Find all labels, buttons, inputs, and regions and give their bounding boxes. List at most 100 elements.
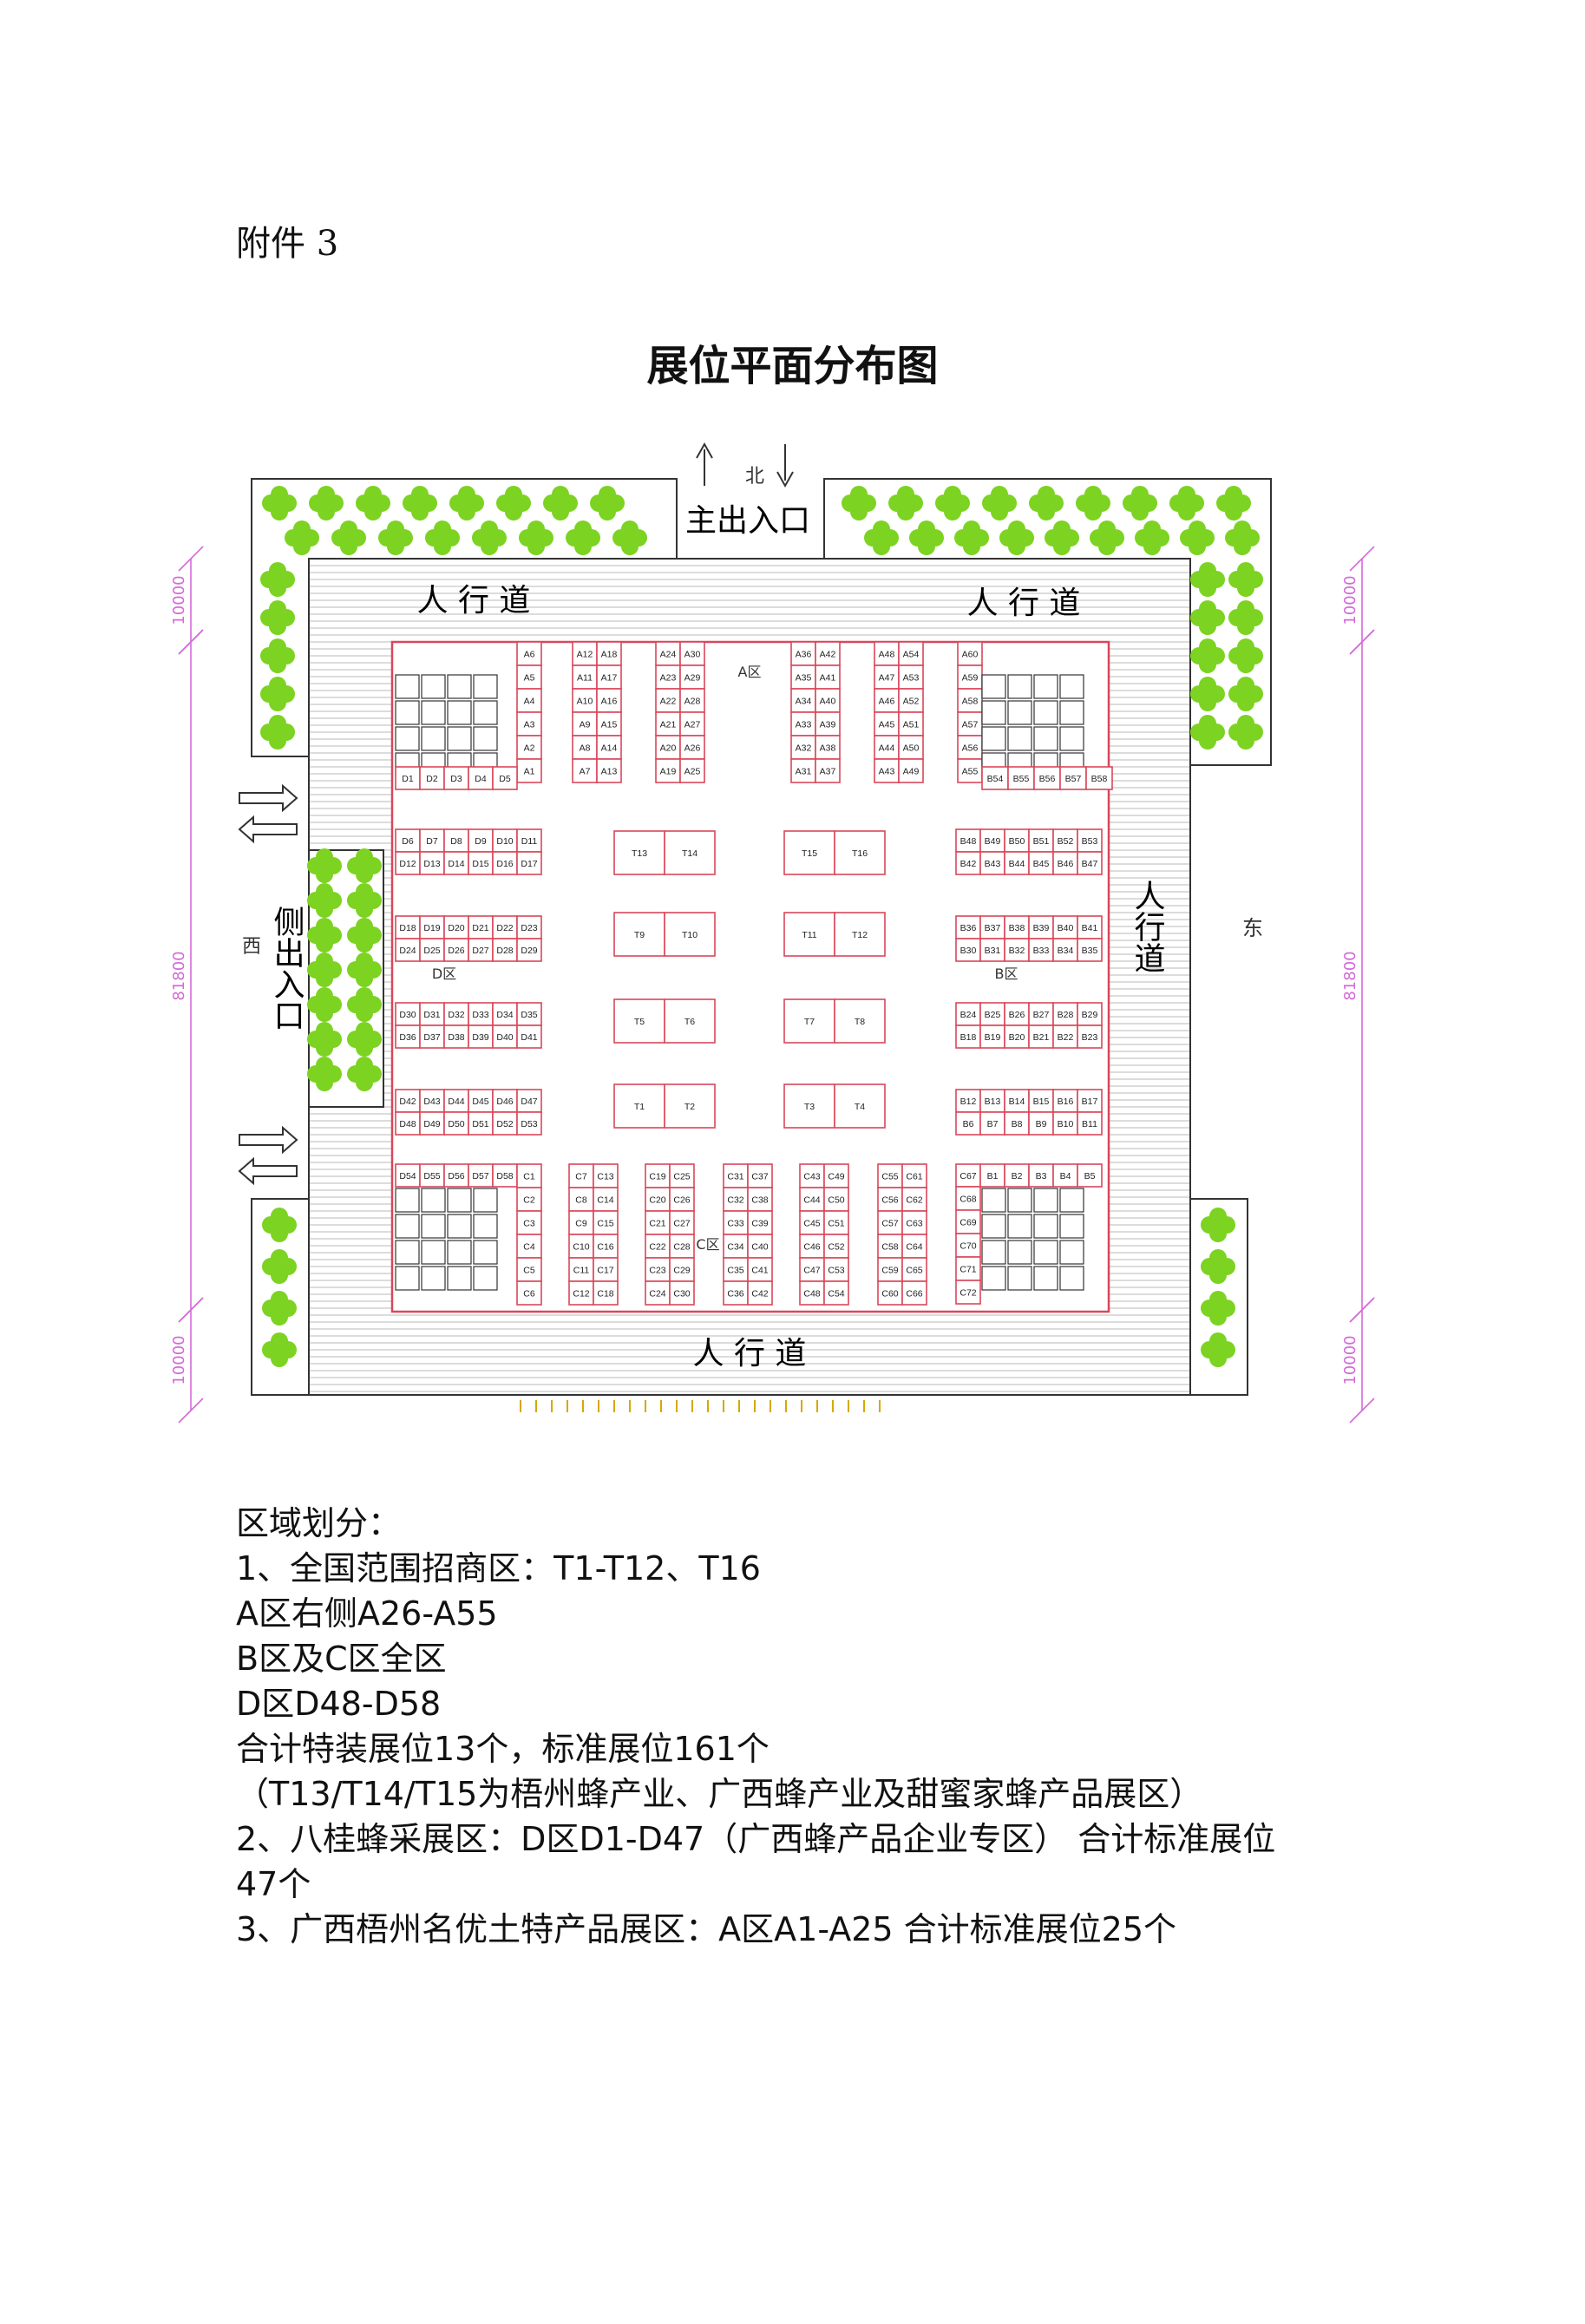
booth: B16 <box>1052 1089 1078 1113</box>
grid-cell <box>421 1266 446 1291</box>
booth-label: C54 <box>828 1289 844 1299</box>
booth: D37 <box>419 1025 445 1049</box>
booth: C23 <box>645 1257 671 1282</box>
booth-label: B35 <box>1082 946 1098 956</box>
booth: D50 <box>443 1111 469 1136</box>
booth-label: B21 <box>1033 1032 1050 1043</box>
booth-label: A6 <box>524 650 535 660</box>
tree-icon <box>1201 1249 1235 1284</box>
booth: B15 <box>1028 1089 1054 1113</box>
tree-icon <box>1123 486 1157 520</box>
booth-label: C33 <box>727 1219 743 1229</box>
booth: D21 <box>468 915 494 939</box>
booth: A58 <box>957 688 983 713</box>
tree-icon <box>590 486 625 520</box>
booth-label: D28 <box>496 946 513 956</box>
booth: A9 <box>572 711 598 736</box>
booth-label: B49 <box>985 836 1001 847</box>
booth: C18 <box>593 1280 619 1306</box>
booth: D11 <box>516 828 542 853</box>
booth-label: C64 <box>906 1242 922 1253</box>
tree-icon <box>1228 715 1263 750</box>
booth: B7 <box>979 1111 1005 1136</box>
booth: A51 <box>898 711 924 736</box>
booth-label: D15 <box>472 859 488 869</box>
booth: B28 <box>1052 1002 1078 1026</box>
booth-label: A47 <box>879 673 895 684</box>
booth-label: A32 <box>796 743 812 754</box>
booth: A50 <box>898 735 924 760</box>
booth: B57 <box>1059 766 1087 790</box>
booth-label: C5 <box>523 1266 535 1276</box>
grid-cell <box>447 726 472 751</box>
booth-label: D37 <box>423 1032 440 1043</box>
booth: A48 <box>874 641 900 666</box>
booth-label: A36 <box>796 650 812 660</box>
booth: B9 <box>1028 1111 1054 1136</box>
booth-label: D12 <box>399 859 416 869</box>
tree-icon <box>307 848 342 883</box>
booth-label: A45 <box>879 720 895 730</box>
booth-label: A24 <box>660 650 677 660</box>
booth-label: B46 <box>1058 859 1074 869</box>
booth: D26 <box>443 938 469 962</box>
booth-label: B45 <box>1033 859 1050 869</box>
booth-label: D41 <box>521 1032 537 1043</box>
booth: C69 <box>955 1209 981 1234</box>
booth-label: C6 <box>523 1289 535 1299</box>
booth: D1 <box>395 766 421 790</box>
booth-label: C25 <box>673 1172 690 1182</box>
walkway-label-nw: 人 行 道 <box>417 583 531 619</box>
booth: C63 <box>901 1210 927 1235</box>
grid-cell <box>1007 1188 1032 1213</box>
booth: B51 <box>1028 828 1054 853</box>
booth-label: D52 <box>496 1119 513 1129</box>
booth-label: B43 <box>985 859 1001 869</box>
booth-label: D34 <box>496 1010 513 1020</box>
booth: B49 <box>979 828 1005 853</box>
booth: D7 <box>419 828 445 853</box>
booth-label: A12 <box>577 650 593 660</box>
grid-cell <box>421 1188 446 1213</box>
booth-label: C47 <box>803 1266 820 1276</box>
page-title: 展位平面分布图 <box>646 342 939 390</box>
booth: A10 <box>572 688 598 713</box>
booth-label: C18 <box>597 1289 613 1299</box>
booth-label: A20 <box>660 743 677 754</box>
booth-label: D33 <box>472 1010 488 1020</box>
booth: C64 <box>901 1234 927 1259</box>
booth-label: C71 <box>960 1265 976 1275</box>
booth: D16 <box>492 851 518 875</box>
booth-label: B25 <box>985 1010 1001 1020</box>
booth: B47 <box>1077 851 1103 875</box>
booth-label: A56 <box>962 743 979 754</box>
tree-icon <box>307 953 342 987</box>
booth: B46 <box>1052 851 1078 875</box>
tree-icon <box>356 486 390 520</box>
booth-label: B26 <box>1009 1010 1025 1020</box>
booth: B54 <box>981 766 1009 790</box>
booth: D17 <box>516 851 542 875</box>
booth-label: T4 <box>855 1102 865 1112</box>
booth: C26 <box>669 1187 695 1212</box>
booth-label: A41 <box>820 673 836 684</box>
grid-cell <box>473 1240 498 1265</box>
tree-icon <box>347 953 382 987</box>
booth: B5 <box>1077 1163 1103 1188</box>
walkway-label-east: 人行道 <box>1130 880 1166 973</box>
booth-label: C32 <box>727 1195 743 1206</box>
booth: D51 <box>468 1111 494 1136</box>
dimension-label: 10000 <box>170 1335 188 1385</box>
booth-label: D29 <box>521 946 537 956</box>
booth: T8 <box>834 998 886 1044</box>
booth-label: C58 <box>881 1242 898 1253</box>
booth-label: D3 <box>450 774 462 784</box>
booth-label: T14 <box>682 848 698 859</box>
booth: C60 <box>877 1280 903 1306</box>
grid-cell <box>473 726 498 751</box>
booth: A36 <box>790 641 816 666</box>
booth: C39 <box>747 1210 773 1235</box>
booth: C56 <box>877 1187 903 1212</box>
tree-icon <box>1076 486 1110 520</box>
booth-label: C39 <box>751 1219 768 1229</box>
